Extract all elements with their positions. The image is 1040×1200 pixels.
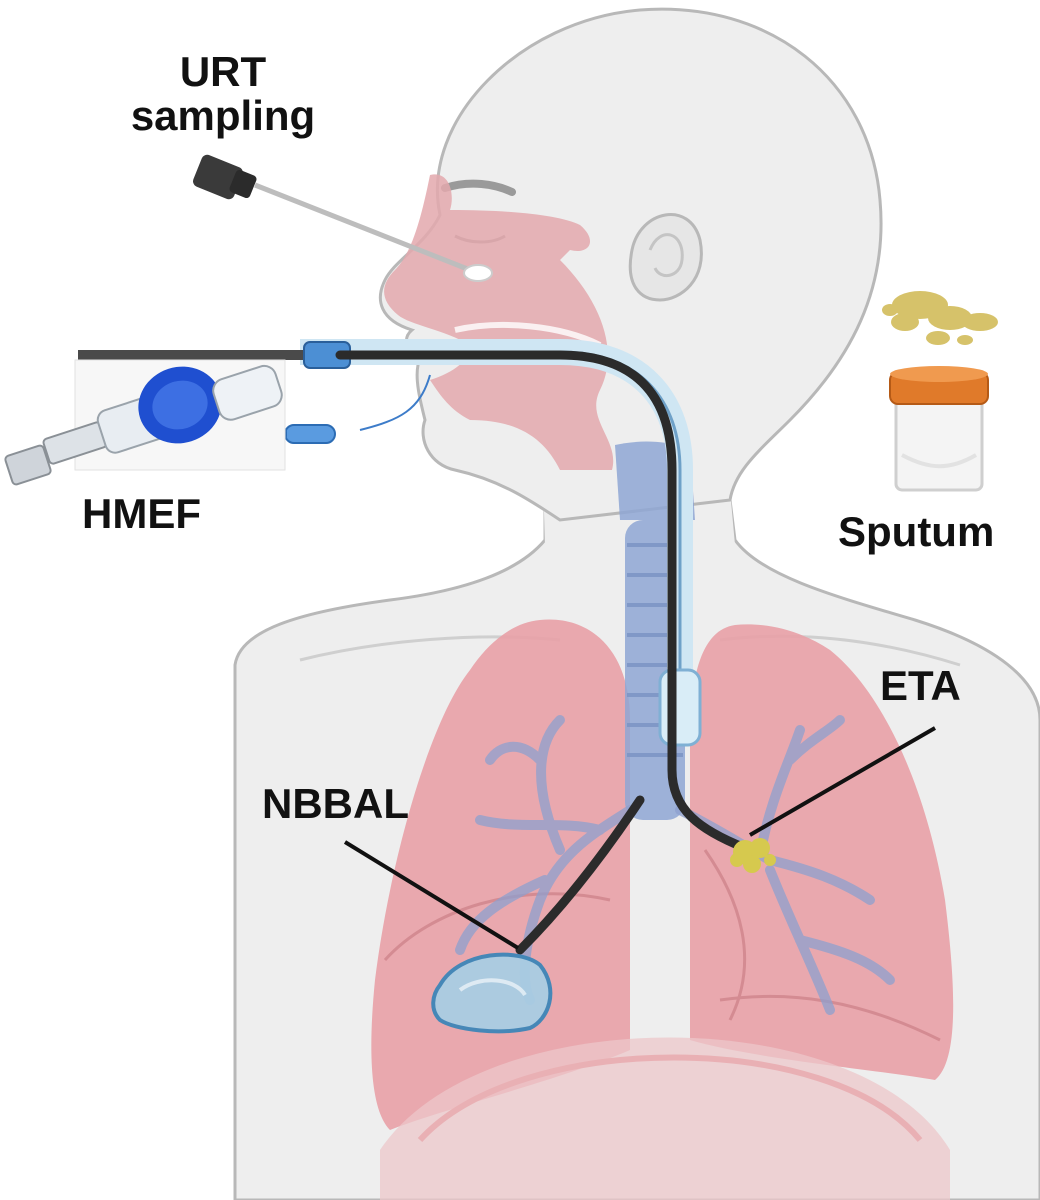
hmef-filter: [4, 359, 286, 486]
eta-leader-line: [748, 726, 937, 837]
sputum-sample: [882, 291, 998, 345]
sputum-label: Sputum: [838, 508, 995, 555]
urt-label-line2: sampling: [130, 92, 316, 139]
hmef-label: HMEF: [82, 490, 201, 537]
eta-label: ETA: [880, 662, 961, 709]
urt-sampling-label: URT sampling: [118, 50, 328, 138]
pilot-balloon: [284, 424, 336, 444]
eta-secretion: [730, 838, 776, 873]
sputum-container: [889, 366, 989, 492]
nasal-swab: [193, 154, 493, 282]
nbbal-lavage-pocket: [431, 952, 553, 1034]
nbbal-label: NBBAL: [262, 780, 409, 827]
ear: [628, 213, 703, 302]
left-lung: [690, 624, 954, 1080]
eta-catheter: [335, 350, 750, 853]
tube-cuff: [658, 668, 702, 747]
urt-label-line1: URT: [179, 48, 267, 95]
nbbal-catheter: [515, 795, 645, 955]
nbbal-leader-line: [343, 840, 520, 950]
